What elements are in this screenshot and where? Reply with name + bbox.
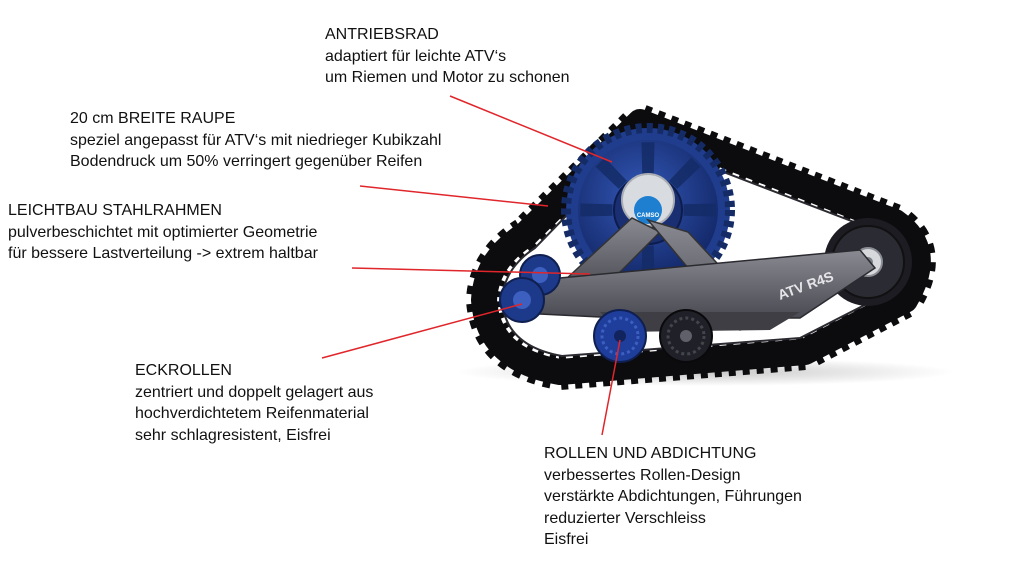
callout-antriebsrad-line: um Riemen und Motor zu schonen [325, 69, 570, 86]
callout-rollen-line: verstärkte Abdichtungen, Führungen [544, 488, 802, 505]
callout-rollen: ROLLEN UND ABDICHTUNG verbessertes Rolle… [544, 443, 802, 551]
leader-line-antriebsrad [449, 95, 613, 163]
callout-raupe-title: 20 cm BREITE RAUPE [70, 110, 236, 127]
callout-rahmen-title: LEICHTBAU STAHLRAHMEN [8, 202, 222, 219]
brand-logo-text: CAMSO [637, 213, 660, 219]
leader-lines [321, 95, 621, 436]
callout-raupe: 20 cm BREITE RAUPE speziel angepasst für… [70, 108, 441, 173]
callout-rahmen: LEICHTBAU STAHLRAHMEN pulverbeschichtet … [8, 200, 318, 265]
callout-eckrollen-title: ECKROLLEN [135, 362, 232, 379]
leader-line-eckrollen [321, 303, 523, 359]
sprocket-spoke [580, 203, 613, 217]
callout-rollen-line: verbessertes Rollen-Design [544, 466, 741, 484]
callout-antriebsrad-line: adaptiert für leichte ATV‘s [325, 47, 507, 65]
callout-eckrollen-line: hochverdichtetem Reifenmaterial [135, 405, 369, 422]
leader-line-raupe [359, 185, 549, 207]
callout-rahmen-line: für bessere Lastverteilung -> extrem hal… [8, 245, 318, 262]
callout-rollen-title: ROLLEN UND ABDICHTUNG [544, 445, 757, 462]
sprocket-spoke [595, 157, 627, 189]
sprocket-spoke [641, 142, 655, 175]
sprocket-spoke [669, 157, 701, 189]
callout-antriebsrad-title: ANTRIEBSRAD [325, 26, 439, 43]
leader-line-rahmen [351, 267, 591, 275]
callout-eckrollen: ECKROLLEN zentriert und doppelt gelagert… [135, 360, 373, 446]
leader-line-rollen [601, 339, 621, 436]
camso-logo-badge [634, 196, 662, 224]
callout-raupe-line: speziel angepasst für ATV‘s mit niedrieg… [70, 131, 442, 149]
track-lugs [466, 104, 936, 390]
callout-rahmen-line: pulverbeschichtet mit optimierter Geomet… [8, 223, 318, 241]
bogie-rollers [593, 309, 713, 363]
sprocket-spoke [683, 203, 716, 217]
callout-rollen-line: Eisfrei [544, 531, 589, 548]
callout-eckrollen-line: sehr schlagresistent, Eisfrei [135, 426, 331, 444]
callout-raupe-line: Bodendruck um 50% verringert gegenüber R… [70, 153, 423, 170]
corner-rollers [499, 254, 561, 323]
callout-eckrollen-line: zentriert und doppelt gelagert aus [135, 383, 374, 401]
callout-antriebsrad: ANTRIEBSRAD adaptiert für leichte ATV‘s … [325, 24, 570, 89]
callout-rollen-line: reduzierter Verschleiss [544, 509, 706, 527]
